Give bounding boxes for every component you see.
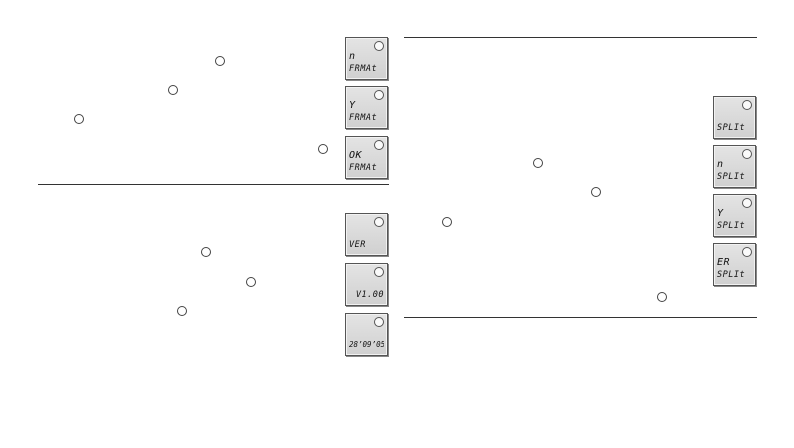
indicator-icon <box>742 247 752 257</box>
lcd-line2: V1.00 <box>355 290 384 300</box>
lcd-display-split: SPLIt <box>713 96 756 139</box>
divider-left <box>38 184 389 185</box>
lcd-line2: SPLIt <box>717 221 746 231</box>
lcd-display-format-yes: Y FRMAt <box>345 86 388 129</box>
callout-marker <box>177 306 187 316</box>
indicator-icon <box>374 317 384 327</box>
lcd-display-format-ok: OK FRMAt <box>345 136 388 179</box>
callout-marker <box>533 158 543 168</box>
lcd-line1: Y <box>717 208 724 219</box>
lcd-line2: SPLIt <box>717 270 746 280</box>
lcd-line1: n <box>349 51 356 62</box>
lcd-line2: SPLIt <box>717 172 746 182</box>
lcd-display-split-no: n SPLIt <box>713 145 756 188</box>
callout-marker <box>74 114 84 124</box>
indicator-icon <box>742 100 752 110</box>
lcd-line2: FRMAt <box>349 163 378 173</box>
lcd-display-format-no: n FRMAt <box>345 37 388 80</box>
callout-marker <box>318 144 328 154</box>
lcd-line2: VER <box>349 240 366 250</box>
indicator-icon <box>374 267 384 277</box>
lcd-line1: Y <box>349 100 356 111</box>
lcd-line1: ER <box>717 257 731 268</box>
indicator-icon <box>374 41 384 51</box>
callout-marker <box>215 56 225 66</box>
lcd-display-version: VER <box>345 213 388 256</box>
lcd-line1: OK <box>349 150 363 161</box>
indicator-icon <box>742 198 752 208</box>
lcd-display-split-error: ER SPLIt <box>713 243 756 286</box>
lcd-line2: FRMAt <box>349 64 378 74</box>
indicator-icon <box>374 140 384 150</box>
indicator-icon <box>742 149 752 159</box>
lcd-display-split-yes: Y SPLIt <box>713 194 756 237</box>
divider-right-top <box>404 37 757 38</box>
lcd-line2: 28’09’05' <box>349 340 384 349</box>
lcd-display-version-date: 28’09’05' <box>345 313 388 356</box>
callout-marker <box>246 277 256 287</box>
callout-marker <box>442 217 452 227</box>
lcd-line1: n <box>717 159 724 170</box>
callout-marker <box>591 187 601 197</box>
lcd-line2: SPLIt <box>717 123 746 133</box>
callout-marker <box>201 247 211 257</box>
callout-marker <box>657 292 667 302</box>
lcd-display-version-number: V1.00 <box>345 263 388 306</box>
callout-marker <box>168 85 178 95</box>
indicator-icon <box>374 90 384 100</box>
lcd-line2: FRMAt <box>349 113 378 123</box>
divider-right-bottom <box>404 317 757 318</box>
indicator-icon <box>374 217 384 227</box>
